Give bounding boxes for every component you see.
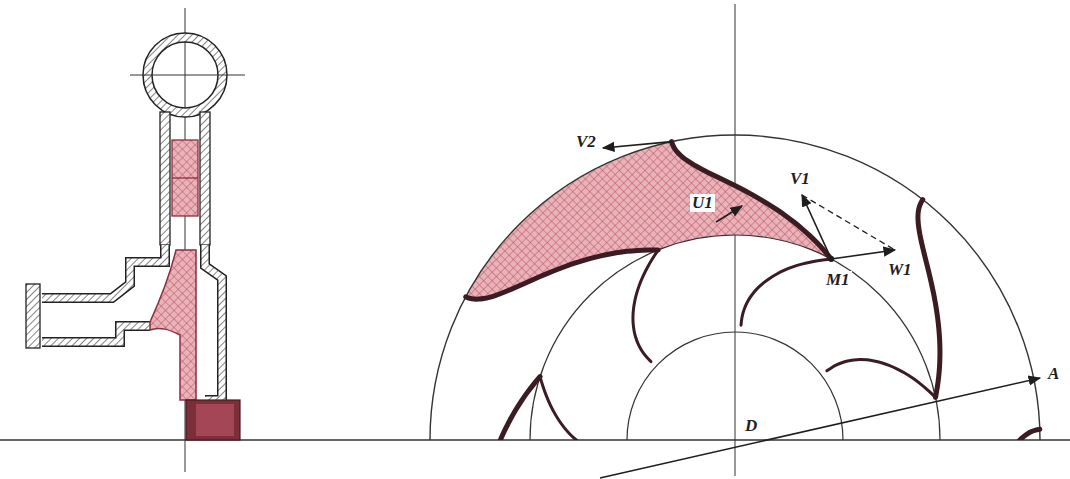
- vector-label: V1: [788, 170, 812, 188]
- diameter-line: [600, 378, 1040, 478]
- casing-wall: [200, 112, 210, 245]
- impeller-blade: [897, 429, 1040, 440]
- blade-root: [540, 377, 621, 440]
- hub-circle: [627, 332, 843, 440]
- axis-lines: [0, 4, 1070, 476]
- pump-cross-section: [26, 33, 245, 440]
- blade-root: [827, 360, 936, 398]
- inlet-pipe: [42, 326, 150, 342]
- vector-label: W1: [886, 261, 914, 279]
- vector-label: M1: [824, 271, 852, 289]
- peripheral-velocity-arrow: [716, 206, 742, 222]
- vector-label: U1: [690, 194, 715, 212]
- absolute-velocity-arrow: [802, 195, 831, 259]
- hub-face: [196, 404, 234, 436]
- impeller-blade: [918, 200, 940, 398]
- rear-casing: [205, 245, 222, 400]
- relative-velocity-arrow: [831, 250, 895, 259]
- impeller-hub: [186, 400, 240, 440]
- base-line: [0, 439, 1070, 440]
- vector-label: V2: [574, 133, 598, 151]
- front-casing: [42, 245, 165, 298]
- inlet-flange: [26, 284, 40, 348]
- outlet-velocity-arrow: [603, 142, 672, 148]
- casing-wall: [160, 112, 170, 245]
- blade-root: [741, 259, 831, 325]
- insert-line: [172, 177, 198, 178]
- center-line: [130, 75, 245, 76]
- impeller-section: [150, 250, 196, 400]
- impeller-view: [430, 135, 1040, 440]
- front-casing: [42, 245, 165, 298]
- dashed-construction-line: [802, 195, 895, 250]
- impeller-blade: [466, 250, 659, 299]
- rear-casing: [205, 245, 222, 400]
- axis-line: [185, 8, 186, 472]
- point-marker: [828, 256, 834, 262]
- inner-circle: [530, 235, 940, 440]
- axis-line: [735, 4, 736, 476]
- diffuser-insert: [172, 140, 198, 216]
- inlet-pipe: [42, 326, 150, 342]
- outer-circle: [430, 135, 1040, 440]
- vector-label: D: [743, 417, 759, 435]
- vector-label: A: [1046, 365, 1061, 383]
- impeller-blade: [452, 377, 540, 440]
- velocity-vectors: [600, 142, 1040, 478]
- impeller-blade: [672, 142, 832, 259]
- blade-root: [633, 250, 658, 362]
